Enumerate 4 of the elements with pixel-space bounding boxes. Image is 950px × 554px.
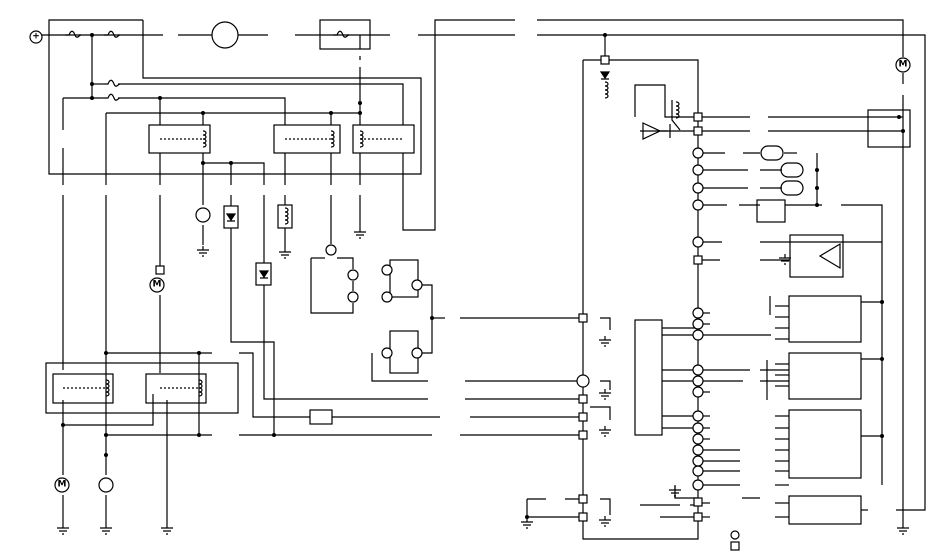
motor-symbol-letter: M (898, 60, 908, 70)
positive-terminal-sign: + (32, 32, 40, 42)
motor-symbol-letter: M (152, 280, 162, 290)
motor-symbol-letter: M (58, 480, 66, 490)
